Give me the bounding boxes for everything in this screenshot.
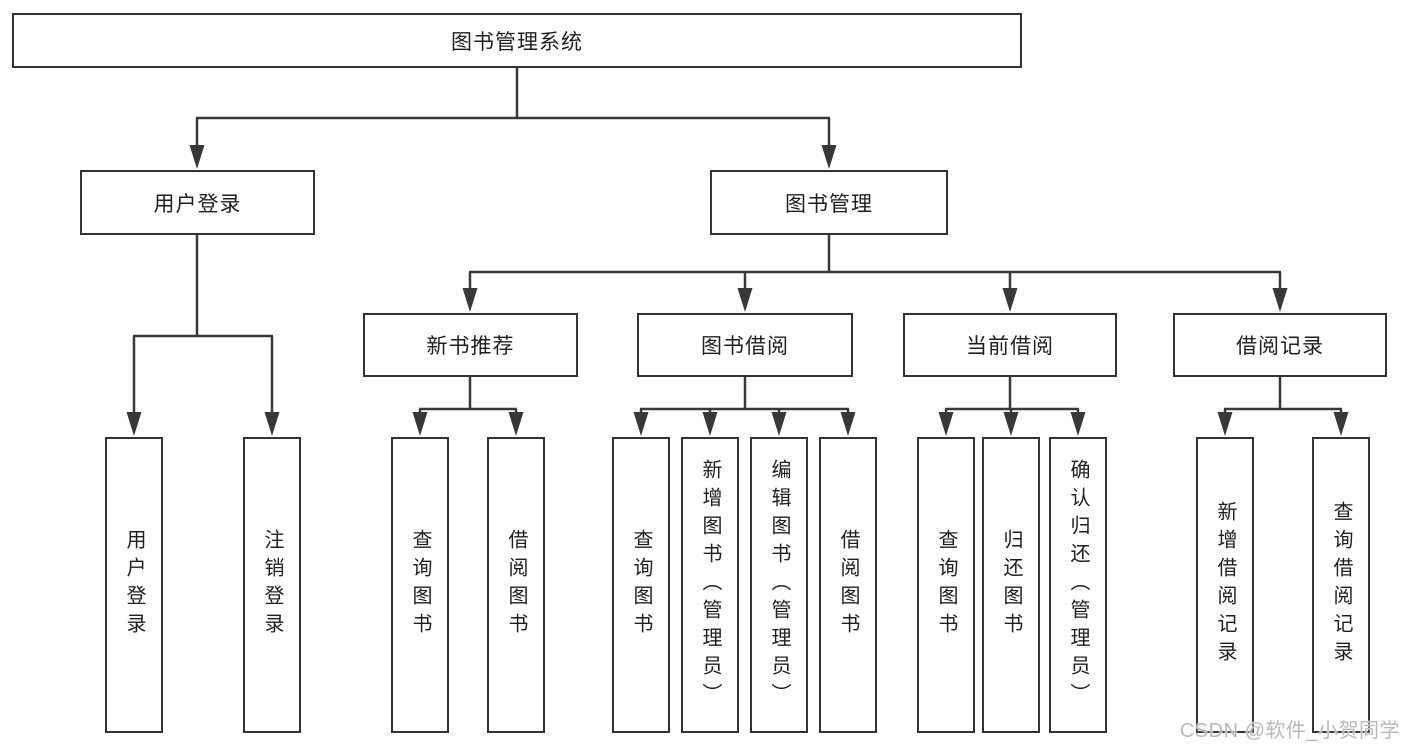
leaf-query-books-3-label: 查询图书 [935, 529, 957, 641]
leaf-logout-label: 注销登录 [261, 529, 283, 641]
leaf-query-borrow-record: 查询借阅记录 [1312, 437, 1370, 733]
node-root-label: 图书管理系统 [451, 30, 583, 54]
leaf-add-borrow-record: 新增借阅记录 [1196, 437, 1254, 733]
leaf-logout: 注销登录 [243, 437, 301, 733]
leaf-confirm-return-label: 确认归还（管理员） [1067, 459, 1089, 711]
leaf-query-borrow-record-label: 查询借阅记录 [1330, 501, 1352, 669]
leaf-confirm-return: 确认归还（管理员） [1049, 437, 1107, 733]
leaf-borrow-books-2: 借阅图书 [819, 437, 877, 733]
node-new-book-recommend: 新书推荐 [363, 313, 578, 377]
leaf-query-books-2: 查询图书 [612, 437, 670, 733]
leaf-user-login-label: 用户登录 [123, 529, 145, 641]
node-borrow-records-label: 借阅记录 [1236, 335, 1324, 358]
leaf-add-borrow-record-label: 新增借阅记录 [1214, 501, 1236, 669]
node-new-book-recommend-label: 新书推荐 [426, 335, 515, 358]
node-current-borrow-label: 当前借阅 [966, 335, 1054, 358]
leaf-query-books-1: 查询图书 [391, 437, 449, 733]
leaf-borrow-books-1: 借阅图书 [487, 437, 545, 733]
leaf-edit-books-label: 编辑图书（管理员） [768, 459, 790, 711]
node-root: 图书管理系统 [12, 13, 1022, 68]
leaf-query-books-3: 查询图书 [917, 437, 975, 733]
leaf-borrow-books-2-label: 借阅图书 [837, 529, 859, 641]
leaf-add-books: 新增图书（管理员） [681, 437, 739, 733]
leaf-return-books-label: 归还图书 [1000, 529, 1022, 641]
leaf-borrow-books-1-label: 借阅图书 [505, 529, 527, 641]
leaf-add-books-label: 新增图书（管理员） [699, 459, 721, 711]
node-book-borrow: 图书借阅 [637, 313, 853, 377]
node-book-management: 图书管理 [710, 170, 948, 235]
node-book-management-label: 图书管理 [785, 192, 873, 216]
leaf-query-books-1-label: 查询图书 [409, 529, 431, 641]
node-book-borrow-label: 图书借阅 [701, 335, 789, 358]
leaf-edit-books: 编辑图书（管理员） [750, 437, 808, 733]
node-current-borrow: 当前借阅 [903, 313, 1117, 377]
leaf-return-books: 归还图书 [982, 437, 1040, 733]
leaf-query-books-2-label: 查询图书 [630, 529, 652, 641]
leaf-user-login: 用户登录 [105, 437, 163, 733]
csdn-watermark: CSDN @软件_小贺同学 [1179, 720, 1400, 742]
node-borrow-records: 借阅记录 [1173, 313, 1387, 377]
node-user-login-label: 用户登录 [153, 192, 242, 216]
node-user-login: 用户登录 [80, 170, 315, 235]
